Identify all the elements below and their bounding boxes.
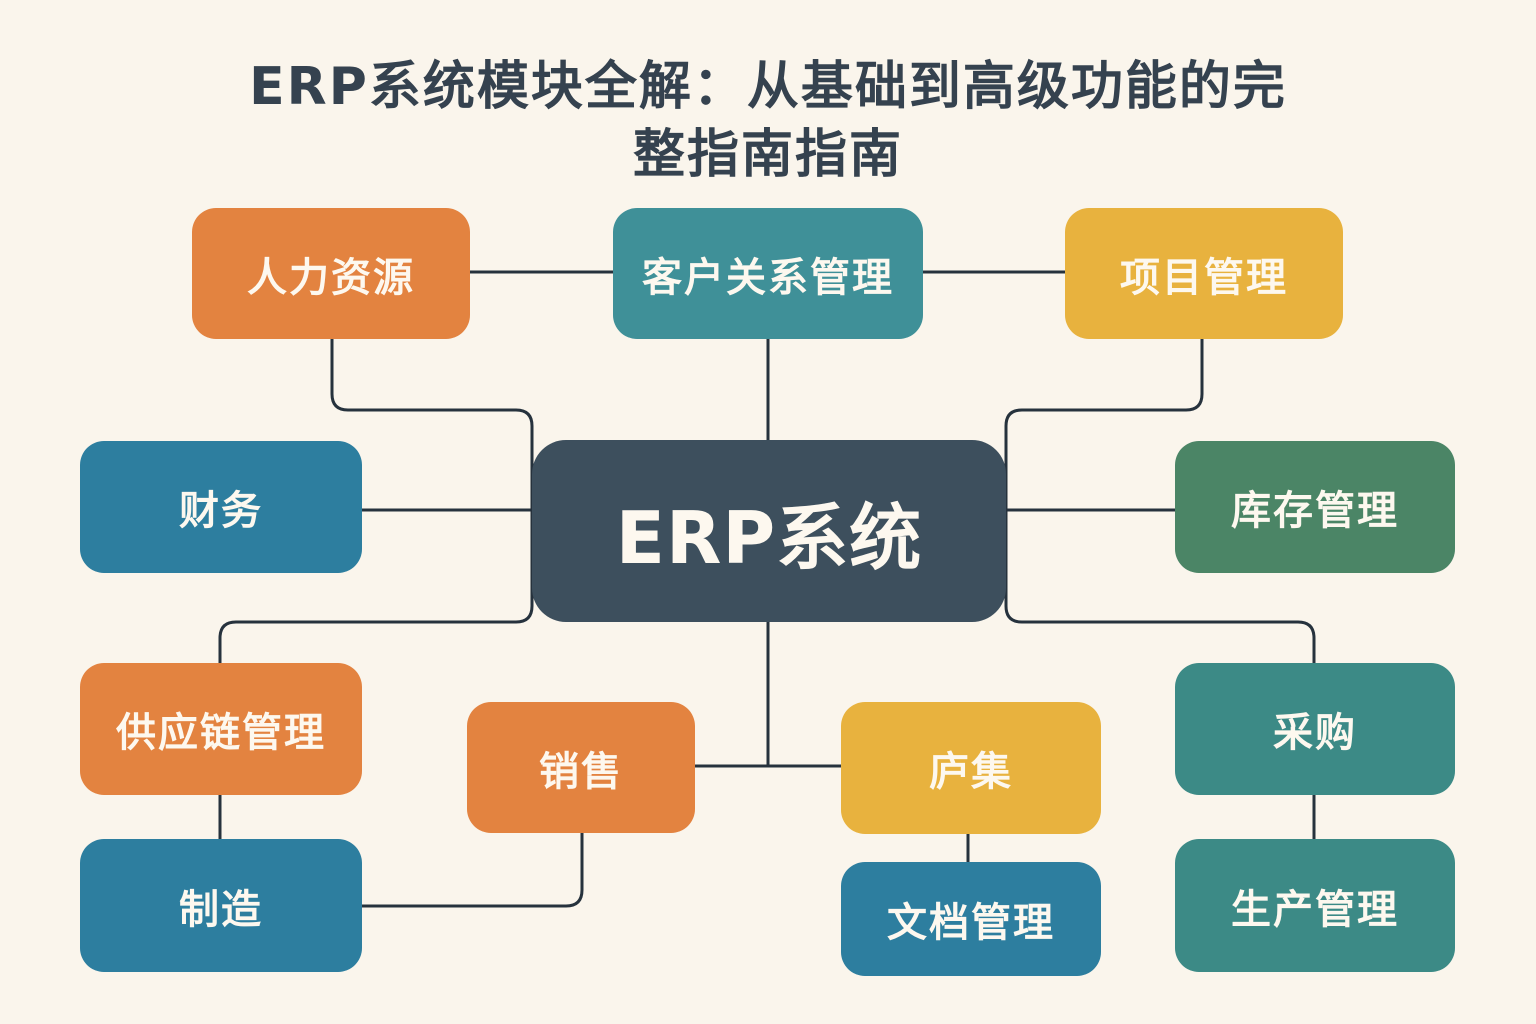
page-title-line-1: ERP系统模块全解：从基础到高级功能的完 bbox=[249, 57, 1287, 117]
module-node-finance[interactable]: 财务 bbox=[80, 441, 362, 573]
connector-sales-manufacturing bbox=[358, 830, 584, 908]
module-label: 采购 bbox=[1273, 710, 1357, 756]
module-label: 生产管理 bbox=[1231, 886, 1399, 933]
center-node-erp[interactable]: ERP系统 bbox=[532, 440, 1006, 622]
module-node-project[interactable]: 项目管理 bbox=[1065, 208, 1343, 339]
module-node-sales[interactable]: 销售 bbox=[467, 702, 695, 833]
module-node-documents[interactable]: 文档管理 bbox=[841, 862, 1101, 976]
module-label: 人力资源 bbox=[247, 254, 415, 301]
module-node-purchase[interactable]: 采购 bbox=[1175, 663, 1455, 795]
page-title-line-2: 整指南指南 bbox=[632, 125, 903, 185]
module-label: 供应链管理 bbox=[116, 710, 326, 756]
module-node-hr[interactable]: 人力资源 bbox=[192, 208, 470, 339]
module-node-manufacturing[interactable]: 制造 bbox=[80, 839, 362, 972]
module-label: 庐集 bbox=[929, 749, 1013, 795]
module-label: 销售 bbox=[539, 748, 623, 795]
module-label: 制造 bbox=[179, 886, 263, 933]
module-label: 项目管理 bbox=[1120, 254, 1288, 301]
center-label: ERP系统 bbox=[615, 495, 923, 580]
module-label: 财务 bbox=[179, 488, 263, 534]
module-node-inventory[interactable]: 库存管理 bbox=[1175, 441, 1455, 573]
module-label: 客户关系管理 bbox=[642, 254, 894, 301]
module-node-supply-chain[interactable]: 供应链管理 bbox=[80, 663, 362, 795]
connector-project-center bbox=[1004, 336, 1316, 666]
module-node-crm[interactable]: 客户关系管理 bbox=[613, 208, 923, 339]
module-node-production[interactable]: 生产管理 bbox=[1175, 839, 1455, 972]
module-label: 文档管理 bbox=[887, 900, 1055, 946]
module-node-pianji[interactable]: 庐集 bbox=[841, 702, 1101, 834]
module-label: 库存管理 bbox=[1231, 488, 1399, 534]
